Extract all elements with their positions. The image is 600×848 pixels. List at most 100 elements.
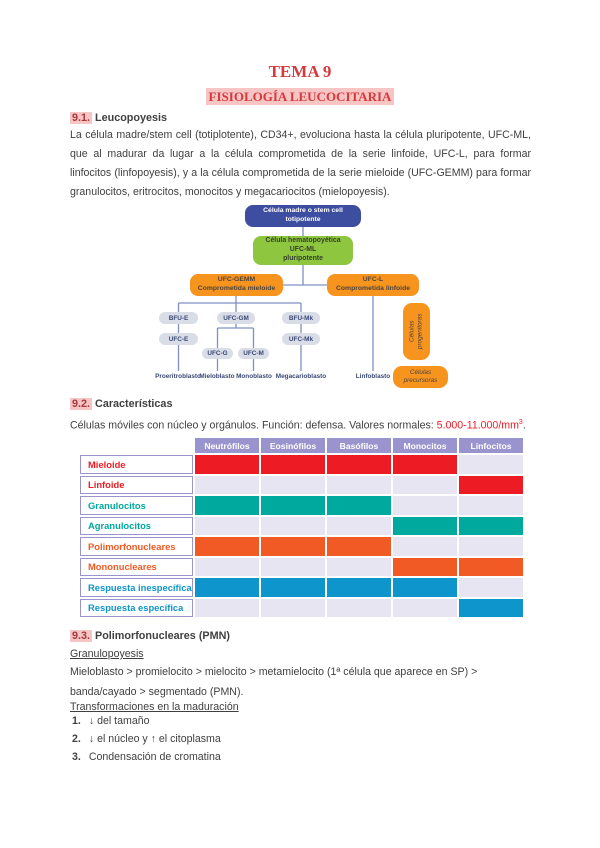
granulopoyesis-paragraph: Mieloblasto > promielocito > mielocito >… <box>70 666 478 698</box>
table-cell <box>327 475 391 494</box>
table-cell <box>459 455 523 474</box>
node-hematopoietic-line1: Célula hematopoyética <box>265 237 341 245</box>
node-bfu-e: BFU-E <box>159 312 198 324</box>
table-row-label: Agranulocitos <box>80 516 193 535</box>
table-cell <box>327 496 391 515</box>
leaf-megacarioblasto: Megacarioblasto <box>275 373 327 380</box>
table-cell <box>459 516 523 535</box>
node-ufc-gm: UFC-GM <box>217 312 255 324</box>
table-cell <box>393 496 457 515</box>
table-cell <box>261 578 325 597</box>
table-cell <box>327 455 391 474</box>
page-subtitle-text: FISIOLOGÍA LEUCOCITARIA <box>205 88 395 105</box>
leaf-mieloblasto: Mieloblasto <box>199 373 235 380</box>
table-row-label: Respuesta específica <box>80 598 193 617</box>
table-cell <box>195 557 259 576</box>
precursoras-text: Células precursoras <box>404 369 438 386</box>
table-cell <box>261 475 325 494</box>
list-item-3-number: 3. <box>72 751 81 763</box>
precursoras-line2: precursoras <box>403 377 438 384</box>
table-cell <box>393 598 457 617</box>
node-ufc-l-line1: UFC-L <box>362 276 384 284</box>
table-corner <box>80 438 193 453</box>
normal-values-period: . <box>522 419 526 432</box>
section-9-2-title: Características <box>95 398 173 410</box>
table-cell <box>261 516 325 535</box>
table-cell <box>261 455 325 474</box>
section-9-2-paragraph: Células móviles con núcleo y orgánulos. … <box>70 413 531 436</box>
table-header-cell: Neutrófilos <box>195 438 259 453</box>
table-cell <box>327 557 391 576</box>
table-header-cell: Eosinófilos <box>261 438 325 453</box>
leaf-proeritroblasto: Proeritroblasto <box>155 373 201 380</box>
node-bfu-mk: BFU-Mk <box>282 312 320 324</box>
leucopoyesis-flowchart: Célula madre o stem cell totipotente Cél… <box>70 200 530 395</box>
table-cell <box>459 598 523 617</box>
list-item-2-number: 2. <box>72 733 81 745</box>
progenitoras-line2: progenitoras <box>416 313 424 350</box>
table-cell <box>459 578 523 597</box>
side-box-progenitoras-text: Células progenitoras <box>408 314 425 350</box>
table-cell <box>459 557 523 576</box>
table-cell <box>327 598 391 617</box>
section-9-3-title: Polimorfonucleares (PMN) <box>95 630 230 642</box>
table-row-label: Granulocitos <box>80 496 193 515</box>
table-cell <box>195 516 259 535</box>
table-cell <box>195 475 259 494</box>
table-header-cell: Monocitos <box>393 438 457 453</box>
precursoras-line1: Células <box>409 368 432 376</box>
list-item-1-text: ↓ del tamaño <box>88 715 150 727</box>
table-cell <box>459 475 523 494</box>
table-header-cell: Linfocitos <box>459 438 523 453</box>
table-cell <box>393 516 457 535</box>
page-subtitle: FISIOLOGÍA LEUCOCITARIA <box>0 88 600 106</box>
node-ufc-g: UFC-G <box>202 348 233 359</box>
node-hematopoietic-line2: UFC-ML <box>289 246 317 254</box>
node-stem-cell-line2: totipotente <box>285 216 321 223</box>
flowchart-connectors <box>177 227 374 371</box>
table-header-cell: Basófilos <box>327 438 391 453</box>
section-9-1-title: Leucopoyesis <box>95 112 168 124</box>
list-item-2-text: ↓ el núcleo y ↑ el citoplasma <box>88 733 221 745</box>
page-title: TEMA 9 <box>268 62 332 81</box>
table-cell <box>261 598 325 617</box>
node-ufc-m: UFC-M <box>238 348 269 359</box>
table-cell <box>261 496 325 515</box>
node-ufc-e: UFC-E <box>159 333 198 345</box>
leaf-linfoblasto: Linfoblasto <box>355 373 391 380</box>
table-cell <box>393 455 457 474</box>
table-cell <box>459 496 523 515</box>
node-hematopoietic: Célula hematopoyética UFC-ML pluripotent… <box>253 236 353 265</box>
node-ufc-l: UFC-L Comprometida linfoide <box>327 274 419 296</box>
granulopoyesis-subheading: Granulopoyesis <box>70 648 144 660</box>
section-9-3-number: 9.3. <box>70 630 93 642</box>
table-cell <box>327 516 391 535</box>
side-box-celulas-precursoras: Células precursoras <box>393 366 448 388</box>
normal-values-text: Células móviles con núcleo y orgánulos. … <box>70 419 437 432</box>
table-row-label: Mononucleares <box>80 557 193 576</box>
table-cell <box>393 475 457 494</box>
list-item-1-number: 1. <box>72 715 81 727</box>
side-box-celulas-progenitoras: Células progenitoras <box>403 303 430 360</box>
table-cell <box>195 578 259 597</box>
node-stem-cell-line1: Célula madre o stem cell <box>263 207 343 215</box>
node-stem-cell: Célula madre o stem cell totipotente <box>245 205 361 227</box>
table-row-label: Linfoide <box>80 475 193 494</box>
node-hematopoietic-line3: pluripotente <box>283 254 323 262</box>
transformaciones-subheading: Transformaciones en la maduración <box>70 701 239 713</box>
table-cell <box>327 578 391 597</box>
section-9-1-paragraph: La célula madre/stem cell (totiplotente)… <box>70 129 531 198</box>
table-cell <box>195 455 259 474</box>
section-9-2-number: 9.2. <box>70 398 93 410</box>
table-cell <box>261 537 325 556</box>
normal-values-superscript: 3 <box>518 419 523 426</box>
node-ufc-gemm-line1: UFC-GEMM <box>217 276 256 284</box>
section-9-1-number: 9.1. <box>70 112 93 124</box>
section-9-2-heading: 9.2. Características <box>70 398 172 410</box>
table-cell <box>261 557 325 576</box>
node-ufc-gemm: UFC-GEMM Comprometida mieloide <box>190 274 283 296</box>
table-row-label: Respuesta inespecífica <box>80 578 193 597</box>
node-ufc-l-line2: Comprometida linfoide <box>335 285 410 292</box>
